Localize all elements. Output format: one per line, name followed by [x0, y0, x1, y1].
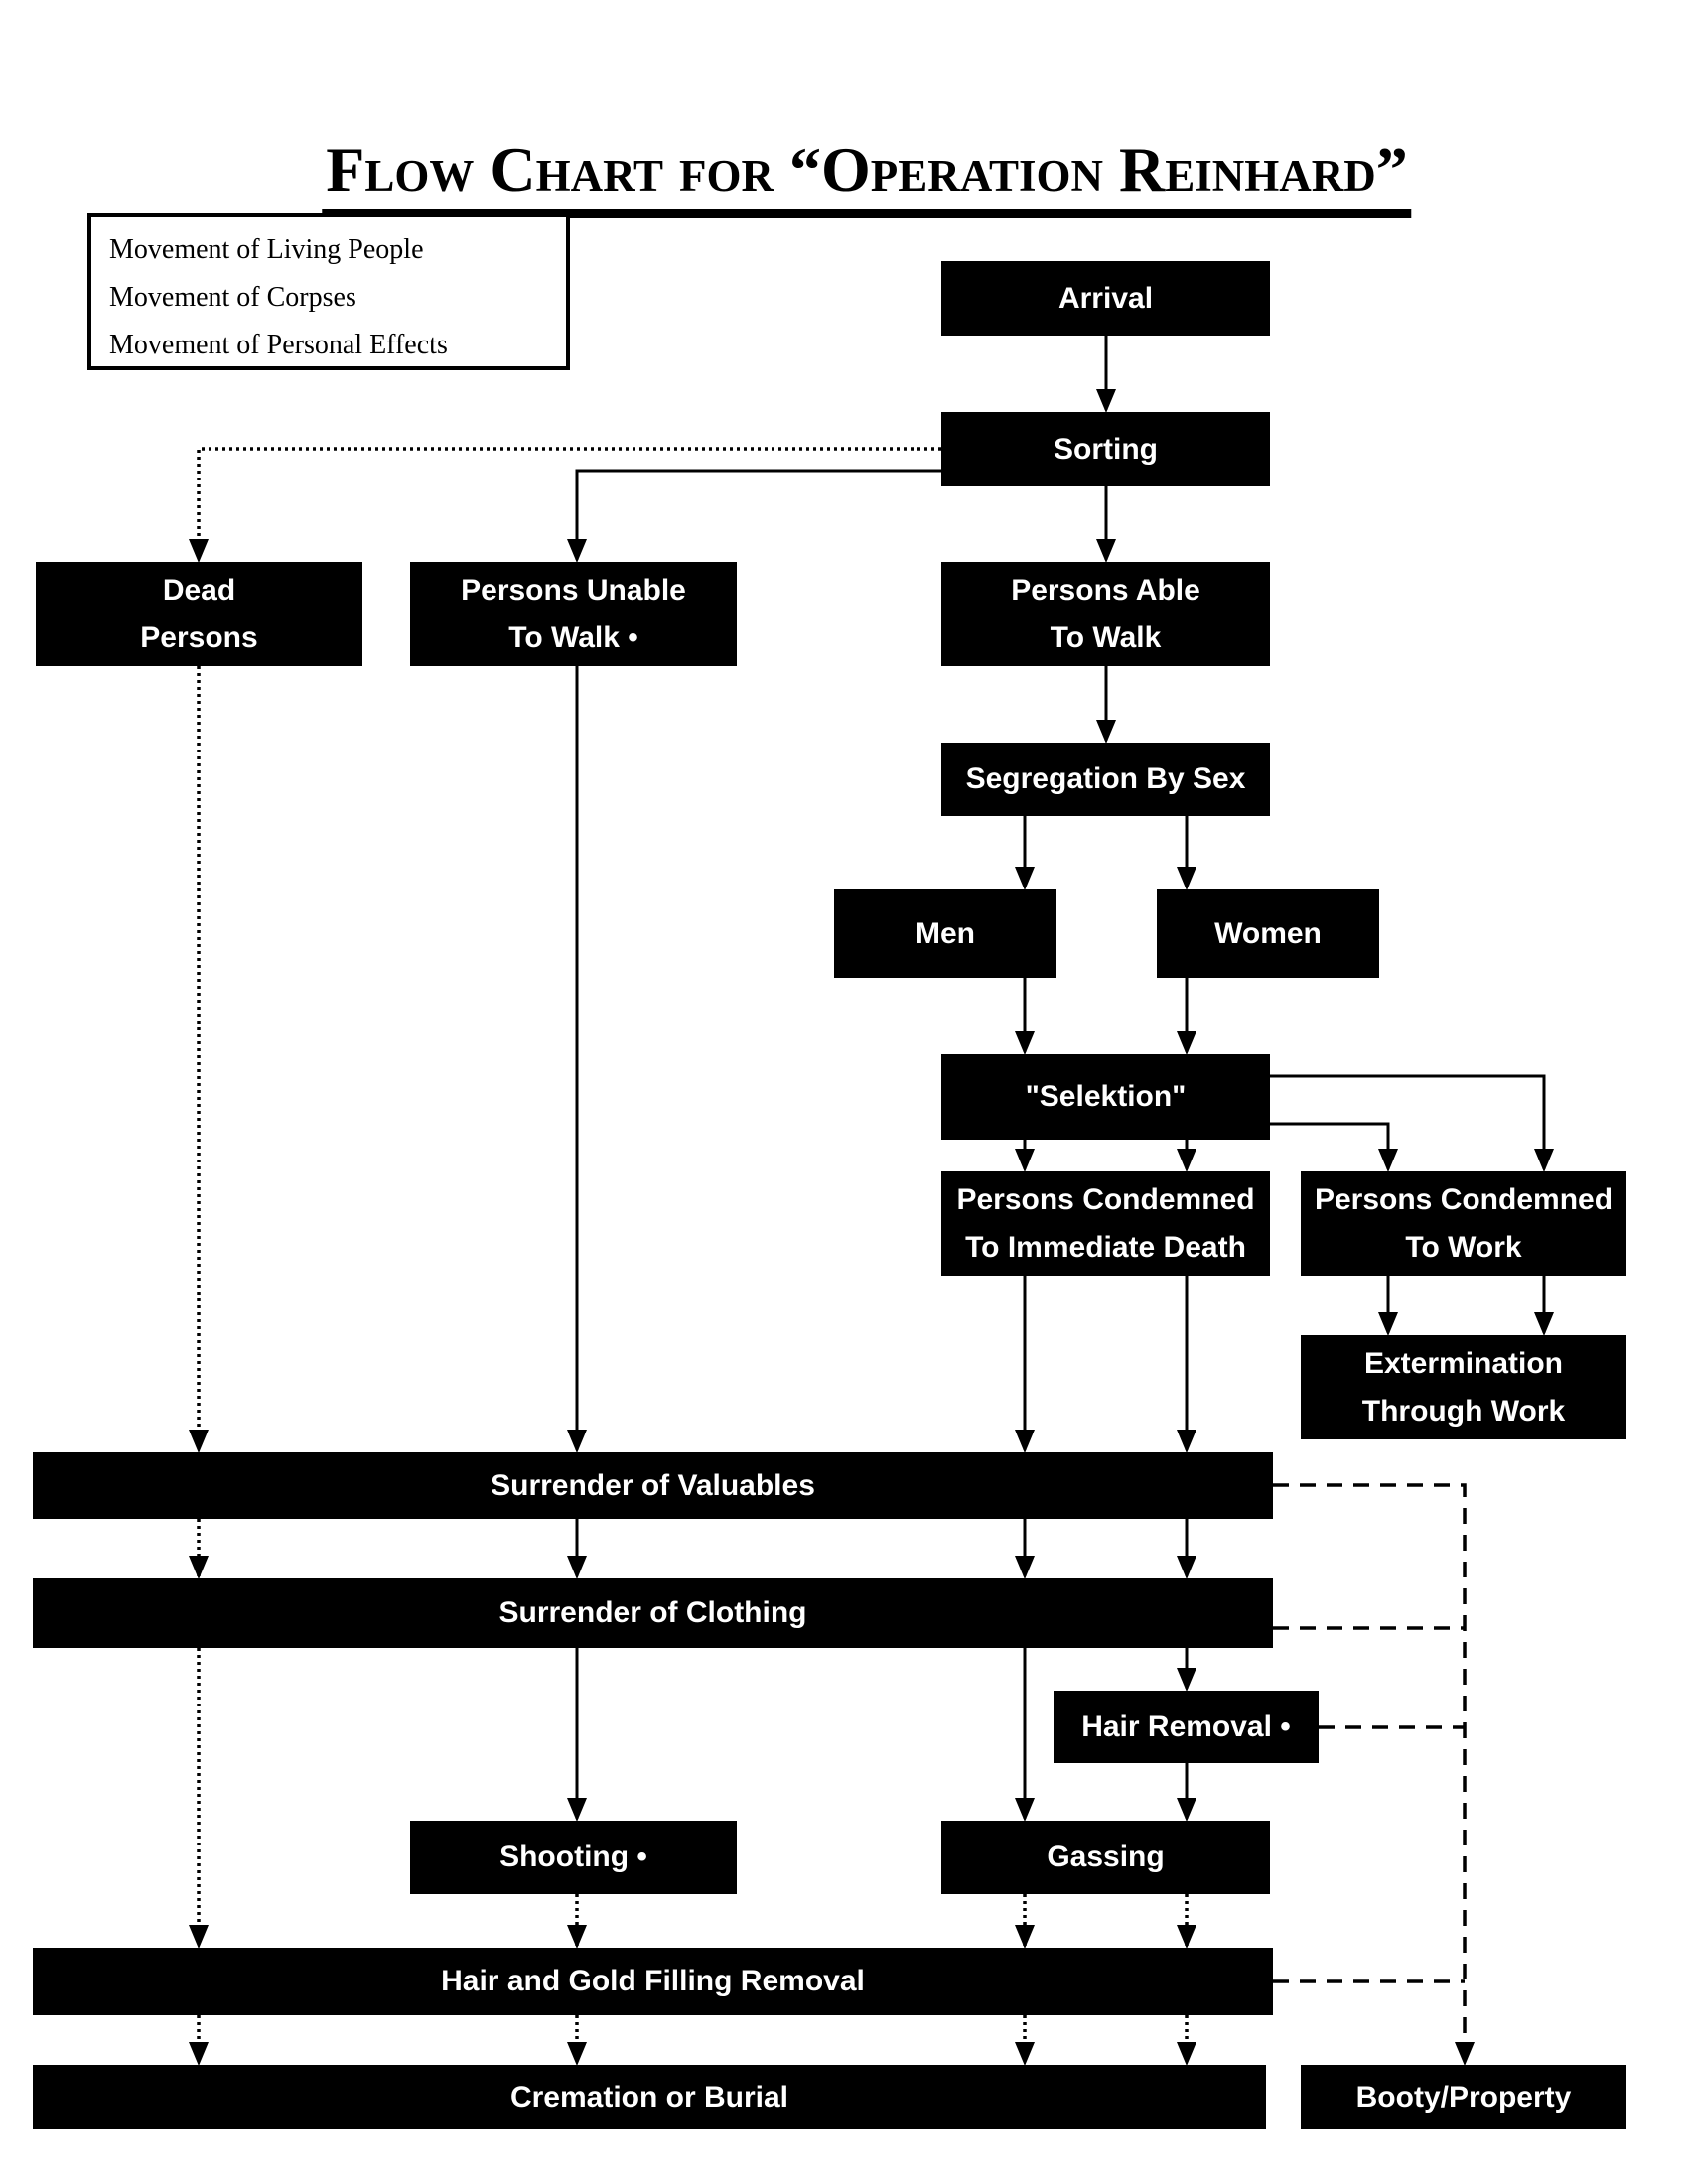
edge-selektion-condemned-work-inner [1270, 1122, 1398, 1172]
edge-valuables-booty [1273, 1483, 1475, 2066]
node-surrender-of-valuables: Surrender of Valuables [33, 1452, 1273, 1519]
edge-sorting-persons-unable [567, 469, 941, 563]
node-selektion: "Selektion" [941, 1054, 1270, 1140]
node-arrival: Arrival [941, 261, 1270, 336]
node-gassing: Gassing [941, 1821, 1270, 1894]
legend-item-effects: Movement of Personal Effects [109, 330, 448, 360]
node-cremation-or-burial: Cremation or Burial [33, 2065, 1266, 2129]
node-dead-persons: Dead Persons [36, 562, 362, 666]
legend-item-living: Movement of Living People [109, 234, 424, 265]
node-men: Men [834, 889, 1056, 978]
node-hair-removal: Hair Removal • [1054, 1691, 1319, 1763]
node-surrender-of-clothing: Surrender of Clothing [33, 1578, 1273, 1648]
node-sorting: Sorting [941, 412, 1270, 486]
node-segregation-by-sex: Segregation By Sex [941, 743, 1270, 816]
node-persons-condemned-to-work: Persons Condemned To Work [1301, 1171, 1626, 1276]
node-shooting: Shooting • [410, 1821, 737, 1894]
legend-box: Movement of Living People Movement of Co… [87, 213, 570, 370]
node-booty-property: Booty/Property [1301, 2065, 1626, 2129]
page-title: Flow Chart for “Operation Reinhard” [322, 137, 1412, 218]
node-persons-condemned-to-immediate-death: Persons Condemned To Immediate Death [941, 1171, 1270, 1276]
node-persons-unable-to-walk: Persons Unable To Walk • [410, 562, 737, 666]
node-hair-and-gold-filling-removal: Hair and Gold Filling Removal [33, 1948, 1273, 2015]
node-persons-able-to-walk: Persons Able To Walk [941, 562, 1270, 666]
node-extermination-through-work: Extermination Through Work [1301, 1335, 1626, 1439]
edge-selektion-condemned-work-outer [1270, 1074, 1554, 1172]
edge-sorting-dead-persons [189, 447, 941, 563]
legend-item-corpses: Movement of Corpses [109, 282, 356, 313]
node-women: Women [1157, 889, 1379, 978]
